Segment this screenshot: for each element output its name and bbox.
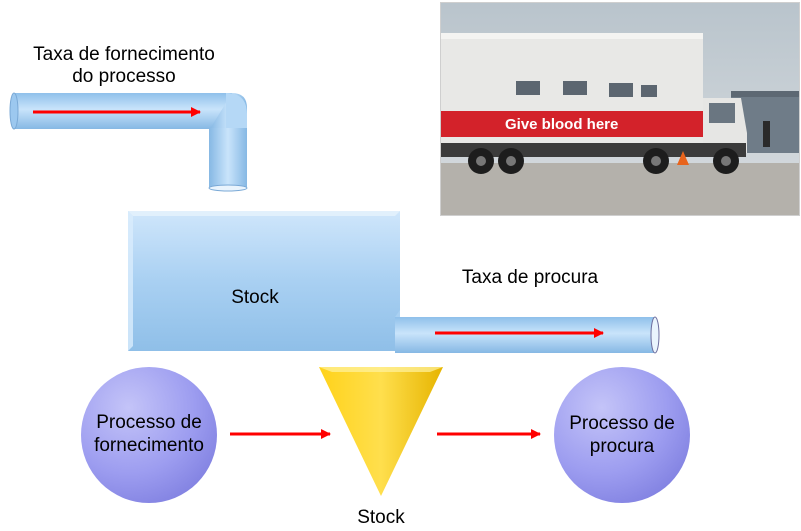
triangle-stock-label: Stock bbox=[357, 507, 405, 528]
demand-process-label: Processo de procura bbox=[552, 412, 692, 458]
blood-truck-photo: Give blood here bbox=[440, 2, 800, 216]
tank-stock-label: Stock bbox=[231, 287, 279, 308]
supply-rate-label-line2: do processo bbox=[72, 66, 176, 87]
supply-process-circle bbox=[81, 367, 217, 503]
banner-text: Give blood here bbox=[505, 116, 619, 133]
supply-process-label-line2: fornecimento bbox=[94, 435, 204, 456]
outflow-pipe bbox=[395, 310, 660, 354]
supply-rate-label: Taxa de fornecimento do processo bbox=[4, 44, 244, 88]
supply-process-label-line1: Processo de bbox=[96, 412, 202, 433]
inflow-pipe bbox=[9, 92, 248, 192]
demand-process-label-line1: Processo de bbox=[569, 413, 675, 434]
demand-process-label-line2: procura bbox=[589, 436, 655, 457]
demand-rate-label: Taxa de procura bbox=[461, 267, 599, 288]
stock-triangle bbox=[319, 367, 443, 496]
supply-process-label: Processo de fornecimento bbox=[79, 411, 219, 457]
demand-process-circle bbox=[554, 367, 690, 503]
supply-rate-label-line1: Taxa de fornecimento bbox=[33, 44, 215, 65]
stock-tank bbox=[128, 211, 400, 351]
